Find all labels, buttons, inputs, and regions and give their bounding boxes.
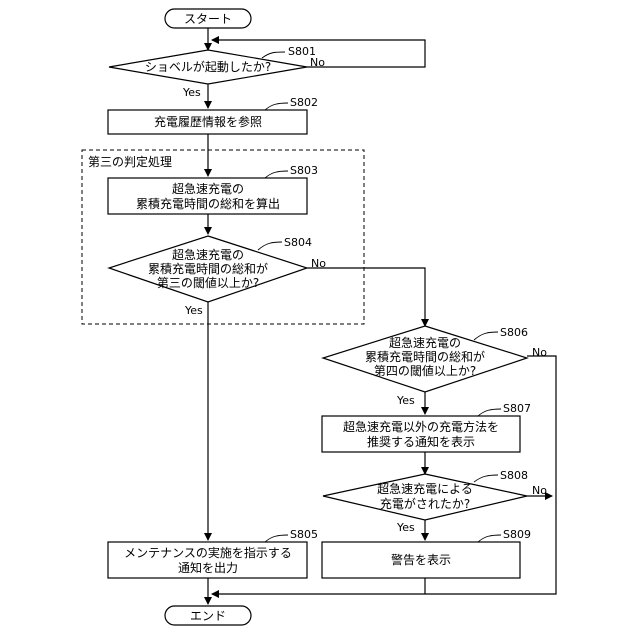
s806-line2: 累積充電時間の総和が — [365, 349, 485, 364]
s806-line1: 超急速充電の — [389, 335, 461, 350]
s801-no-label: No — [310, 56, 325, 69]
s807-tag: S807 — [503, 402, 531, 415]
s804-yes-label: Yes — [184, 304, 203, 317]
s804-line2: 累積充電時間の総和が — [148, 261, 268, 276]
s806-yes-label: Yes — [396, 394, 415, 407]
s801-text: ショベルが起動したか? — [145, 59, 271, 74]
s808-yes-label: Yes — [396, 521, 415, 534]
s803-line2: 累積充電時間の総和を算出 — [136, 196, 280, 211]
process-s807: 超急速充電以外の充電方法を 推奨する通知を表示 S807 — [322, 402, 531, 452]
decision-s804: 超急速充電の 累積充電時間の総和が 第三の閾値以上か? S804 — [109, 236, 312, 302]
s806-no-label: No — [532, 346, 547, 359]
s801-yes-label: Yes — [182, 86, 201, 99]
process-s809: 警告を表示 S809 — [322, 528, 531, 578]
s803-line1: 超急速充電の — [172, 181, 244, 196]
end-node: エンド — [165, 606, 251, 625]
start-label: スタート — [184, 12, 232, 26]
s805-line1: メンテナンスの実施を指示する — [124, 545, 292, 560]
process-s802: 充電履歴情報を参照 S802 — [108, 96, 318, 134]
process-s803: 超急速充電の 累積充電時間の総和を算出 S803 — [108, 164, 318, 214]
process-s805: メンテナンスの実施を指示する 通知を出力 S805 — [108, 528, 318, 578]
s805-tag: S805 — [290, 528, 318, 541]
decision-s808: 超急速充電による 充電がされたか? S808 — [323, 469, 528, 520]
group-third-judgment — [82, 150, 364, 324]
s804-line1: 超急速充電の — [172, 247, 244, 262]
s804-no-label: No — [311, 257, 326, 270]
s808-no-label: No — [532, 484, 547, 497]
s809-tag: S809 — [503, 528, 531, 541]
s809-text: 警告を表示 — [391, 552, 451, 567]
decision-s806: 超急速充電の 累積充電時間の総和が 第四の閾値以上か? S806 — [323, 326, 528, 392]
start-node: スタート — [165, 9, 251, 28]
s806-tag: S806 — [500, 326, 528, 339]
end-label: エンド — [190, 609, 226, 623]
s806-line3: 第四の閾値以上か? — [374, 363, 476, 378]
s803-tag: S803 — [290, 164, 318, 177]
s802-tag: S802 — [290, 96, 318, 109]
group-third-judgment-label: 第三の判定処理 — [88, 154, 172, 169]
s807-line2: 推奨する通知を表示 — [367, 435, 475, 449]
edge-s804-no — [307, 268, 425, 326]
s804-line3: 第三の閾値以上か? — [157, 275, 259, 290]
s807-line1: 超急速充電以外の充電方法を — [343, 419, 499, 434]
s804-tag: S804 — [284, 236, 312, 249]
s808-line2: 充電がされたか? — [380, 496, 470, 511]
decision-s801: ショベルが起動したか? S801 — [109, 45, 316, 84]
s808-line1: 超急速充電による — [377, 481, 473, 496]
s802-text: 充電履歴情報を参照 — [154, 114, 262, 129]
s805-line2: 通知を出力 — [178, 561, 238, 575]
s808-tag: S808 — [500, 469, 528, 482]
